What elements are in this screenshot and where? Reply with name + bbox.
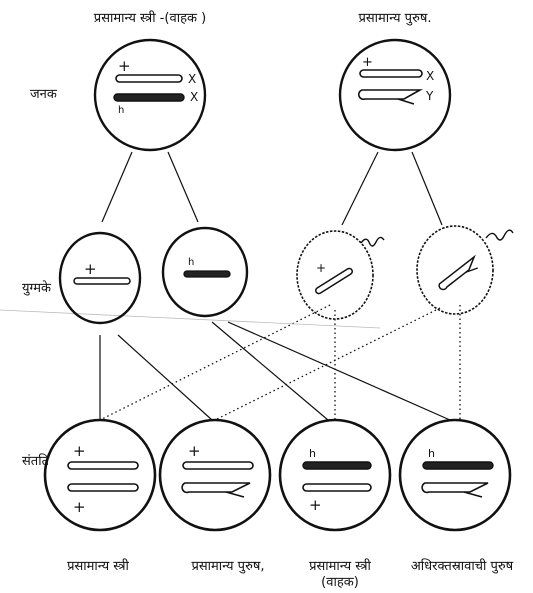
plus-mark: +	[362, 55, 373, 70]
h-mark: h	[309, 447, 316, 460]
offspring-hemophiliac-male: h	[398, 418, 512, 532]
parent-to-gamete-lines	[101, 151, 443, 226]
offspring-label-normal-female: प्रसामान्य स्त्री	[67, 558, 129, 574]
hemophilia-x-chromosome	[183, 270, 231, 278]
x-mark: X	[190, 90, 198, 104]
normal-x-chromosome	[67, 461, 139, 470]
parent-male-cell: + X Y	[338, 38, 452, 152]
h-mark: h	[118, 105, 124, 116]
normal-x-chromosome	[73, 277, 131, 285]
normal-x-chromosome	[115, 74, 183, 83]
plus-mark: +	[309, 496, 322, 514]
h-mark: h	[428, 447, 435, 460]
h-mark: h	[188, 257, 194, 268]
hemophilia-x-chromosome	[113, 93, 185, 102]
plus-mark: +	[316, 261, 326, 275]
y-chromosome	[438, 254, 476, 291]
y-chromosome	[181, 482, 251, 494]
egg-to-offspring-lines	[99, 321, 451, 421]
row-label-parents: जनक	[30, 87, 58, 102]
y-mark: Y	[425, 89, 434, 103]
sperm-gamete-x: +	[296, 230, 385, 320]
row-label-gametes: युग्मके	[22, 280, 52, 296]
normal-x-chromosome	[182, 461, 254, 470]
y-chromosome	[358, 89, 424, 101]
plus-mark: +	[118, 57, 131, 75]
sperm-tail	[360, 236, 385, 247]
egg-gamete-normal: +	[58, 231, 142, 325]
row-label-offspring: संतति	[22, 453, 50, 469]
sperm-to-offspring-lines	[99, 304, 461, 421]
plus-mark: +	[84, 260, 97, 278]
plus-mark: +	[188, 442, 201, 460]
offspring-normal-male: +	[158, 418, 272, 532]
sperm-gamete-y	[416, 225, 514, 315]
offspring-label-carrier-note: (वाहक)	[321, 575, 359, 590]
male-parent-title: प्रसामान्य पुरुष.	[358, 11, 431, 26]
normal-x-chromosome	[67, 483, 139, 492]
offspring-normal-female: + +	[43, 418, 157, 532]
offspring-carrier-female: h +	[278, 418, 392, 532]
plus-mark: +	[73, 442, 86, 460]
offspring-label-normal-male: प्रसामान्य पुरुष,	[191, 559, 264, 574]
normal-x-chromosome	[314, 267, 354, 295]
normal-x-chromosome	[302, 483, 372, 492]
hemophilia-x-chromosome	[422, 461, 494, 470]
x-mark: X	[188, 72, 196, 86]
sperm-tail	[485, 229, 514, 241]
hemophilia-x-chromosome	[302, 461, 372, 470]
x-mark: X	[426, 69, 434, 83]
female-parent-title: प्रसामान्य स्त्री -(वाहक )	[94, 10, 206, 26]
parent-female-cell: + h X X	[93, 38, 207, 152]
offspring-label-carrier-female: प्रसामान्य स्त्री	[309, 558, 371, 574]
plus-mark: +	[73, 498, 86, 516]
normal-x-chromosome	[359, 69, 423, 78]
scan-artifact-line	[0, 309, 381, 329]
y-chromosome	[421, 482, 489, 494]
offspring-label-hemophiliac-male: अधिरक्तस्रावाची पुरुष	[411, 558, 514, 574]
egg-gamete-hemophilia: h	[161, 226, 249, 318]
